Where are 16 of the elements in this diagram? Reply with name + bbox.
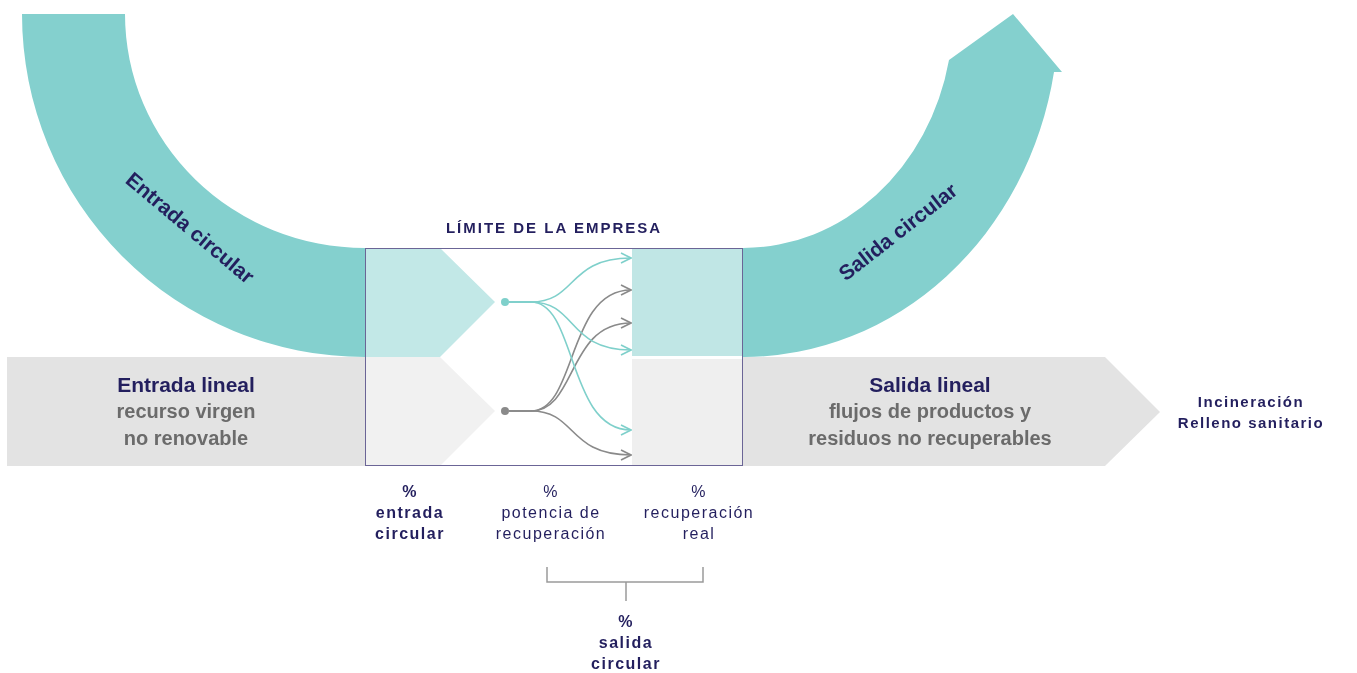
flow-arrow <box>508 301 632 434</box>
metric-label: % salida circular <box>590 612 662 673</box>
band-description: recurso virgen no renovable <box>115 399 257 451</box>
metric-label: % recuperación real <box>642 482 756 544</box>
band-description: flujos de productos y residuos no recuperables <box>807 399 1053 451</box>
flow-arrow <box>508 410 632 461</box>
band-title: Salida lineal <box>868 372 992 398</box>
junction-dot <box>501 298 509 306</box>
metric-label: % potencia de recuperación <box>494 482 608 544</box>
metric-label: % entrada circular <box>374 482 446 544</box>
destination-label: Incineración Relleno sanitario <box>1176 392 1326 433</box>
boundary-heading: LÍMITE DE LA EMPRESA <box>444 218 664 238</box>
outflow-block <box>632 249 742 356</box>
band-title: Entrada lineal <box>116 372 256 398</box>
junction-dot <box>501 407 509 415</box>
outflow-block <box>632 359 742 465</box>
